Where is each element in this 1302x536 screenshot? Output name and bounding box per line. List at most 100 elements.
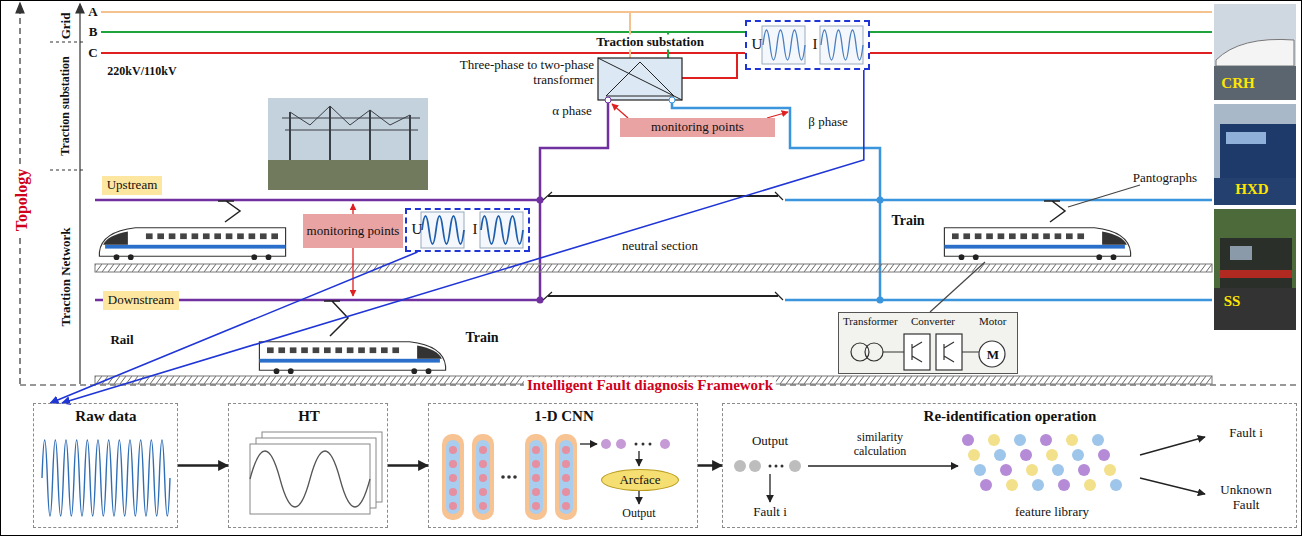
reid-graphic [770, 437, 1205, 502]
reid-graphic [1098, 449, 1110, 461]
arcface-ellipse: Arcface [601, 469, 679, 491]
cnn-layer [616, 439, 626, 449]
cnn-layer [449, 474, 457, 482]
node-text: HT [298, 408, 320, 425]
phase-name: B [89, 25, 98, 40]
cnn-layer [562, 488, 570, 496]
transformer-symbol [598, 58, 682, 100]
output-label: Output [622, 507, 655, 521]
substation-photo [268, 98, 428, 190]
node-text: I [813, 36, 818, 53]
waveform [763, 30, 805, 60]
node-text: Motor [979, 315, 1007, 328]
node-text: Raw data [75, 408, 136, 425]
feeder-line [785, 200, 1212, 300]
phase-label: α phase [552, 104, 592, 119]
reid-graphic [1006, 479, 1018, 491]
node-text: Downstream [108, 293, 174, 308]
feeder-line [95, 100, 1212, 300]
reid-graphic [734, 460, 801, 472]
section-title: Intelligent Fault diagnosis Framework [524, 377, 776, 394]
transformer-symbol [598, 58, 682, 100]
monitoring-tag: monitoring points [620, 118, 775, 137]
reid-graphic [974, 464, 986, 476]
junction-dot [537, 197, 544, 204]
reid-graphic [962, 434, 974, 446]
cnn-layer [449, 502, 457, 510]
junction-dot [605, 97, 611, 103]
cnn-layer [562, 446, 570, 454]
train [99, 228, 285, 260]
reid-graphic [781, 465, 784, 468]
substation-photo [290, 106, 410, 125]
cnn-layer [635, 443, 652, 446]
traction-drive-symbol [1068, 185, 1140, 207]
reid-graphic [988, 434, 1000, 446]
topology-frame [76, 4, 84, 13]
waveform [405, 20, 870, 252]
locomotive-photo [1226, 132, 1266, 144]
train-type: HXD [1235, 181, 1268, 198]
cnn-layer [479, 446, 487, 454]
reid-graphic [775, 465, 778, 468]
stage-box: Raw data [33, 403, 178, 528]
cnn-layer [638, 451, 639, 466]
substation-photo [268, 160, 428, 190]
reid-graphic [769, 465, 772, 468]
transformer-box: Traction substationThree-phase to two-ph… [440, 34, 690, 102]
reid-graphic [1032, 479, 1044, 491]
waveform [481, 216, 523, 244]
train-label: Train [891, 213, 924, 229]
locomotive-photo [1214, 209, 1296, 330]
cnn-layer [501, 475, 517, 479]
node-text: M [987, 348, 999, 363]
cnn-layer [513, 475, 517, 479]
node-text: Converter [911, 315, 955, 328]
cnn-layer [638, 491, 639, 504]
reid-graphic [789, 460, 801, 472]
train [259, 342, 445, 374]
result-label: Unknown Fault [1211, 483, 1281, 513]
waveform [422, 216, 464, 244]
transformer-symbol [598, 58, 682, 100]
phase-name: C [88, 46, 97, 61]
cnn-layer [532, 460, 540, 468]
cnn-layer [449, 446, 457, 454]
cnn-layer [472, 434, 494, 520]
waveform-box: UI [405, 208, 530, 252]
reid-graphic [1072, 449, 1084, 461]
stage-box: Re-identification operation [722, 403, 1297, 528]
rail [95, 264, 1212, 384]
traction-drive-box: TransformerConverterMotorM [838, 312, 1018, 374]
result-label: Fault i [1229, 426, 1263, 441]
monitoring-leader [352, 248, 353, 296]
grid-line [101, 31, 1212, 33]
cnn-layer [501, 475, 505, 479]
reid-graphic [1104, 464, 1116, 476]
pantograph [218, 201, 1065, 336]
cnn-layer [476, 440, 490, 514]
phase-label: β phase [808, 115, 847, 130]
reid-graphic [1078, 464, 1090, 476]
cnn-layer [562, 460, 570, 468]
monitoring-leader [353, 104, 788, 296]
reid-graphic [808, 465, 958, 466]
reid-graphic [1058, 479, 1070, 491]
waveform [821, 30, 863, 60]
connector [50, 252, 417, 403]
topology-frame [50, 42, 86, 170]
train-type: CRH [1221, 75, 1254, 92]
cnn-layer [635, 443, 638, 446]
reid-graphic [968, 449, 980, 461]
cnn-layer [479, 474, 487, 482]
substation-photo [268, 98, 428, 190]
reid-graphic [1040, 434, 1052, 446]
cnn-layer [449, 460, 457, 468]
connector [698, 464, 722, 467]
cnn-layer [442, 434, 464, 520]
node-text: monitoring points [651, 120, 744, 135]
locomotive-photo [1220, 270, 1292, 278]
connector [388, 464, 428, 467]
